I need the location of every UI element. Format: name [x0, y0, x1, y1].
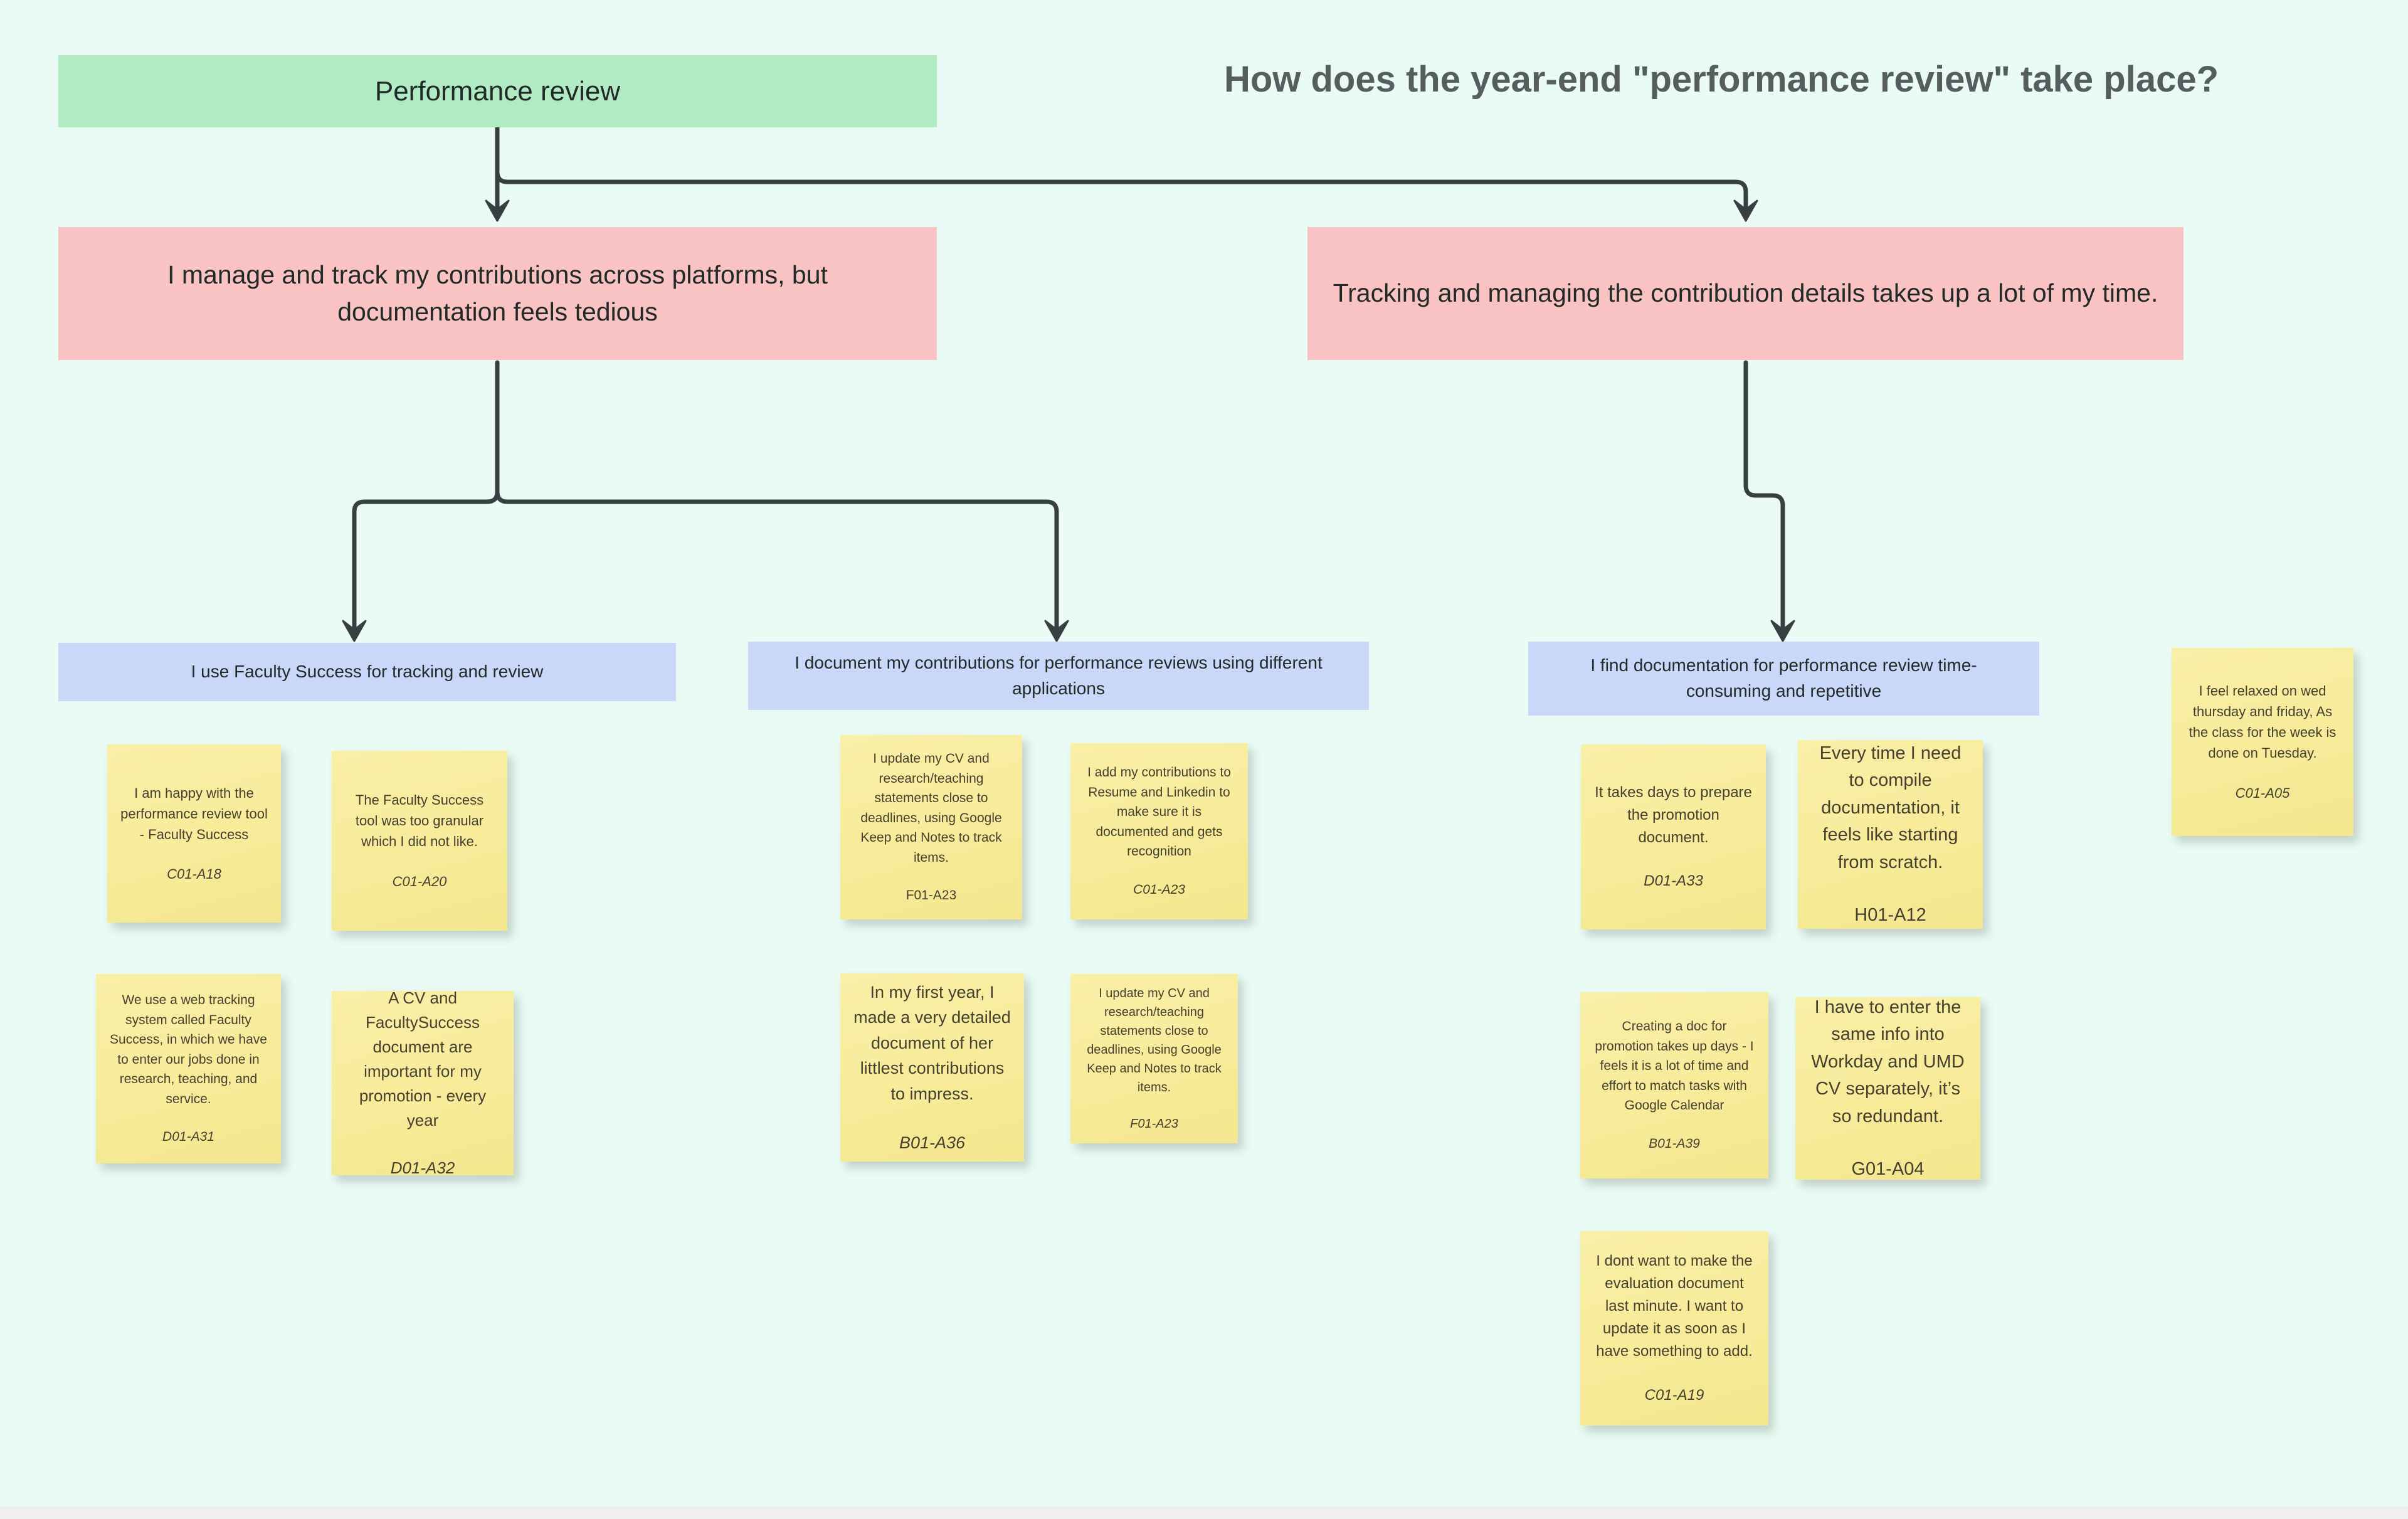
sticky-text: I update my CV and research/teaching sta…: [860, 751, 1002, 865]
insight-node-faculty-success[interactable]: I use Faculty Success for tracking and r…: [58, 643, 676, 701]
sticky-id: F01-A23: [1130, 1117, 1178, 1131]
sticky-text: In my first year, I made a very detailed…: [853, 982, 1011, 1103]
theme-node-time-consuming[interactable]: Tracking and managing the contribution d…: [1307, 227, 2184, 360]
insight-node-different-applications[interactable]: I document my contributions for performa…: [748, 642, 1369, 710]
arrow-down-icon: [485, 199, 510, 222]
sticky-text: A CV and FacultySuccess document are imp…: [359, 988, 487, 1130]
sticky-id: D01-A33: [1644, 872, 1703, 890]
sticky-id: D01-A31: [162, 1130, 214, 1145]
arrow-down-icon: [1733, 199, 1758, 222]
canvas-bottom-edge: [0, 1506, 2408, 1519]
sticky-text: I am happy with the performance review t…: [120, 785, 268, 842]
arrow-down-icon: [342, 620, 367, 642]
sticky-note[interactable]: It takes days to prepare the promotion d…: [1581, 744, 1766, 929]
sticky-id: B01-A39: [1649, 1136, 1700, 1151]
arrow-down-icon: [1044, 620, 1069, 642]
theme-node-label: Tracking and managing the contribution d…: [1333, 278, 2158, 308]
insight-node-label: I find documentation for performance rev…: [1590, 655, 1977, 701]
sticky-text: I add my contributions to Resume and Lin…: [1087, 765, 1231, 859]
sticky-text: We use a web tracking system called Facu…: [110, 993, 267, 1106]
sticky-note[interactable]: I feel relaxed on wed thursday and frida…: [2172, 648, 2353, 836]
sticky-note[interactable]: I update my CV and research/teaching sta…: [840, 735, 1022, 919]
sticky-note[interactable]: I have to enter the same info into Workd…: [1795, 997, 1980, 1180]
sticky-text: I dont want to make the evaluation docum…: [1596, 1252, 1753, 1360]
insight-node-label: I document my contributions for performa…: [795, 652, 1323, 698]
sticky-id: H01-A12: [1854, 904, 1926, 925]
theme-node-manage-track[interactable]: I manage and track my contributions acro…: [58, 227, 937, 360]
insight-node-label: I use Faculty Success for tracking and r…: [191, 662, 544, 682]
sticky-note[interactable]: A CV and FacultySuccess document are imp…: [332, 988, 514, 1177]
sticky-text: It takes days to prepare the promotion d…: [1595, 783, 1752, 846]
sticky-id: C01-A23: [1133, 882, 1185, 897]
sticky-id: B01-A36: [899, 1133, 966, 1152]
sticky-id: D01-A32: [390, 1158, 455, 1177]
board-question-title: How does the year-end "performance revie…: [1223, 59, 2219, 100]
arrow-down-icon: [1770, 620, 1795, 642]
sticky-note[interactable]: We use a web tracking system called Facu…: [96, 974, 281, 1163]
sticky-note[interactable]: The Faculty Success tool was too granula…: [332, 751, 507, 931]
sticky-note[interactable]: I add my contributions to Resume and Lin…: [1070, 743, 1248, 919]
sticky-text: I feel relaxed on wed thursday and frida…: [2189, 683, 2337, 761]
insight-node-repetitive[interactable]: I find documentation for performance rev…: [1528, 642, 2039, 716]
sticky-note[interactable]: Creating a doc for promotion takes up da…: [1580, 992, 1768, 1178]
sticky-id: C01-A18: [167, 866, 221, 882]
sticky-text: I have to enter the same info into Workd…: [1811, 997, 1965, 1126]
sticky-text: Every time I need to compile documentati…: [1819, 743, 1962, 872]
root-node-label: Performance review: [374, 75, 621, 107]
sticky-note[interactable]: In my first year, I made a very detailed…: [840, 973, 1024, 1162]
theme-node-label: I manage and track my contributions acro…: [167, 260, 828, 326]
sticky-note[interactable]: I am happy with the performance review t…: [107, 744, 281, 923]
sticky-id: C01-A20: [392, 873, 447, 889]
sticky-id: C01-A05: [2235, 785, 2290, 801]
sticky-text: Creating a doc for promotion takes up da…: [1595, 1019, 1754, 1113]
sticky-id: G01-A04: [1851, 1158, 1925, 1179]
sticky-id: F01-A23: [906, 888, 957, 903]
sticky-note[interactable]: I update my CV and research/teaching sta…: [1070, 974, 1238, 1143]
sticky-note[interactable]: I dont want to make the evaluation docum…: [1580, 1231, 1768, 1426]
sticky-note[interactable]: Every time I need to compile documentati…: [1798, 740, 1983, 929]
sticky-text: The Faculty Success tool was too granula…: [355, 792, 484, 850]
root-node-performance-review[interactable]: Performance review: [58, 55, 937, 127]
sticky-text: I update my CV and research/teaching sta…: [1087, 987, 1222, 1094]
sticky-id: C01-A19: [1644, 1386, 1704, 1404]
